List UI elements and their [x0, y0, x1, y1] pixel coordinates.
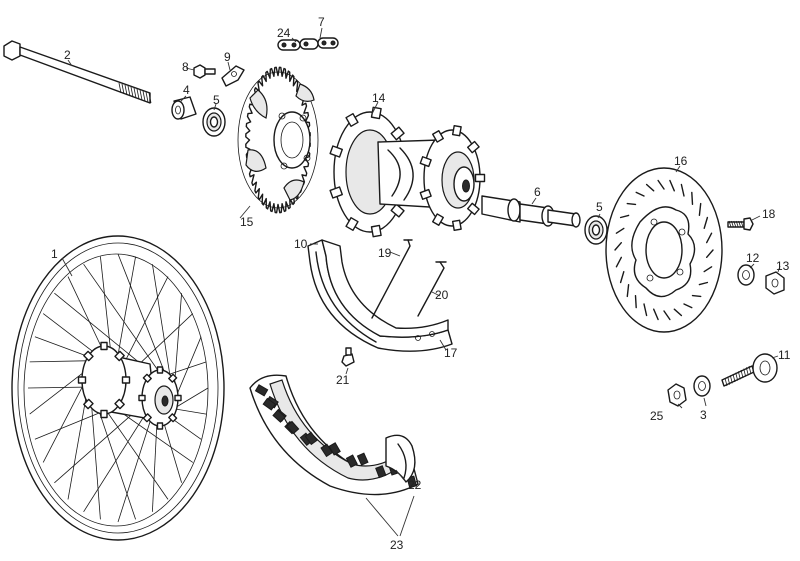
part-spring-19 — [371, 239, 413, 319]
callout-23: 23 — [390, 538, 404, 552]
callout-18: 18 — [762, 207, 776, 221]
part-sprocket — [237, 66, 319, 214]
callout-11: 11 — [778, 348, 791, 362]
part-chain-adjuster — [721, 353, 778, 387]
callout-13: 13 — [776, 259, 790, 273]
callout-2: 2 — [64, 48, 71, 62]
callout-22: 22 — [408, 478, 422, 492]
callout-15: 15 — [240, 215, 254, 229]
callout-4: 4 — [183, 83, 190, 97]
callout-24: 24 — [277, 26, 291, 40]
callout-25: 25 — [650, 409, 664, 423]
part-spoked-wheel — [11, 235, 225, 541]
part-stepped-shaft — [481, 195, 581, 228]
part-washer-3 — [693, 375, 711, 397]
callout-9: 9 — [224, 50, 231, 64]
callout-10: 10 — [294, 237, 308, 251]
part-hub — [329, 106, 486, 238]
callout-6: 6 — [534, 185, 541, 199]
part-bearing-left — [202, 107, 226, 137]
callout-3: 3 — [700, 408, 707, 422]
part-chain-link — [277, 37, 339, 51]
leader-lines — [61, 27, 781, 537]
part-axle — [3, 40, 152, 104]
part-spring-20 — [417, 261, 447, 317]
part-brake-shoe — [307, 239, 453, 352]
callout-1: 1 — [51, 247, 58, 261]
callout-16: 16 — [674, 154, 688, 168]
callout-8: 8 — [182, 60, 189, 74]
part-disc-bolt — [727, 217, 754, 231]
part-bolt-small — [193, 64, 216, 79]
callout-12: 12 — [746, 251, 760, 265]
part-lock-tab — [221, 65, 245, 87]
part-nut-13 — [765, 271, 785, 295]
callout-7: 7 — [318, 15, 325, 29]
part-bearing-right — [584, 215, 608, 245]
part-tire-and-tube — [249, 374, 419, 496]
callout-21: 21 — [336, 373, 350, 387]
callout-5-right: 5 — [596, 200, 603, 214]
part-nut-25 — [667, 383, 687, 407]
callout-20: 20 — [435, 288, 449, 302]
callout-14: 14 — [372, 91, 386, 105]
callout-19: 19 — [378, 246, 392, 260]
callout-5-left: 5 — [213, 93, 220, 107]
part-spacer — [171, 96, 197, 120]
part-brake-disc — [605, 167, 723, 333]
callout-17: 17 — [444, 346, 458, 360]
part-grease-nipple — [341, 347, 355, 367]
part-washer-12 — [737, 264, 755, 286]
